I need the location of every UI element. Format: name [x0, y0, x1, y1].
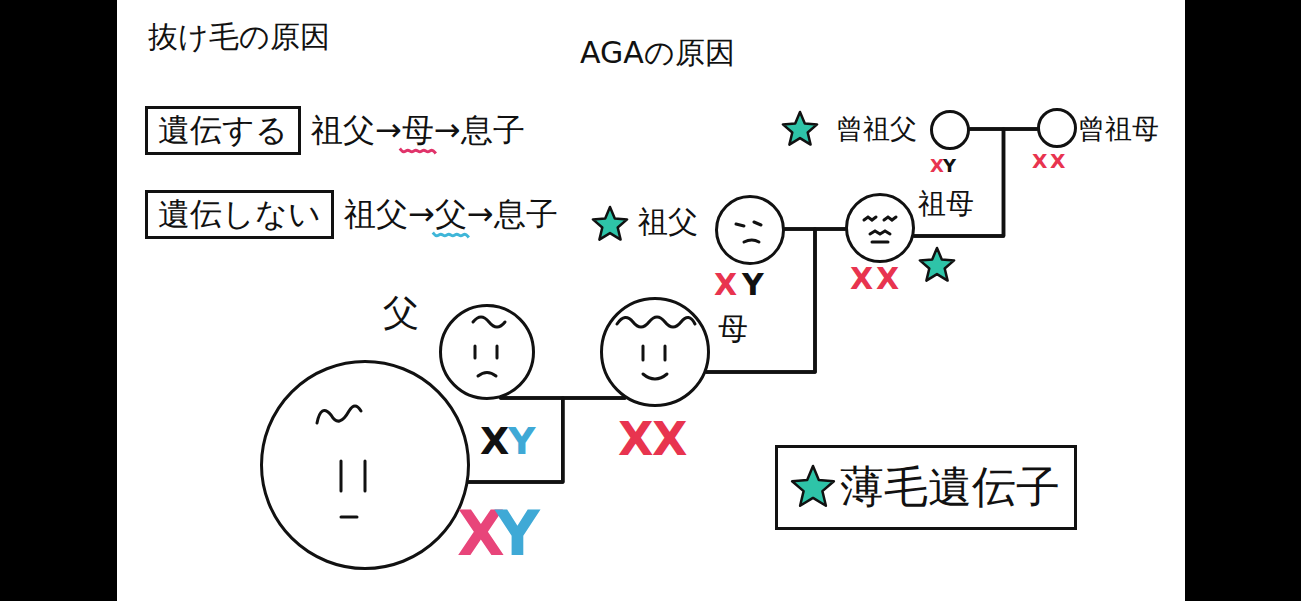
chromosome-letter: X: [876, 262, 899, 297]
face-stroke: [474, 346, 477, 358]
heading-box: 遺伝しない: [145, 190, 334, 239]
face-stroke: [341, 516, 357, 519]
face-stroke: [317, 406, 361, 423]
person-circle: XY: [260, 360, 470, 570]
gene-star: [593, 207, 627, 240]
person-name: 祖父: [638, 205, 698, 240]
face-stroke: [340, 461, 343, 491]
person-outline: [600, 297, 710, 407]
face-stroke: [870, 231, 890, 234]
legend-star: [788, 462, 838, 512]
person-outline: [715, 195, 785, 265]
person-outline: [845, 193, 915, 263]
connectors: [469, 129, 1037, 482]
face-stroke: [643, 374, 667, 379]
chromosome-letter: X: [930, 156, 944, 177]
chromosome-letter: X: [850, 262, 873, 297]
descent-line: [914, 129, 1037, 236]
box-label: 遺伝しない: [158, 196, 321, 233]
face-stroke: [496, 346, 499, 358]
person-outline: [439, 304, 535, 400]
person-circle: 祖父XY: [715, 195, 785, 265]
descent-line: [469, 398, 563, 482]
chromosome-letter: X: [1032, 150, 1047, 173]
face-stroke: [664, 346, 667, 360]
chromosome-letter: Y: [943, 156, 956, 177]
title: AGAの原因: [580, 36, 735, 71]
face-stroke: [478, 373, 496, 377]
legend-text: 薄毛遺伝子: [840, 462, 1060, 513]
person-name: 曾祖父: [836, 113, 917, 144]
person-name: 曾祖母: [1078, 113, 1159, 144]
person-circle: 祖母XX: [845, 193, 915, 263]
person-outline: [930, 110, 970, 150]
inheritance-path: 祖父→父→息子: [344, 196, 558, 233]
face-stroke: [617, 317, 695, 327]
face-stroke: [473, 317, 505, 327]
chromosome-letter: X: [480, 420, 509, 464]
face-stroke: [754, 222, 761, 225]
face-stroke: [736, 224, 744, 226]
heading-label: 抜け毛の原因: [148, 20, 330, 55]
gene-stars: [593, 112, 954, 281]
person-circle: 母XX: [600, 297, 710, 407]
person-circle: 父XY: [439, 304, 535, 400]
face-stroke: [864, 217, 876, 220]
chromosome-letter: X: [714, 268, 737, 303]
chromosome-letter: X: [618, 413, 653, 466]
chromosome-letter: Y: [742, 268, 764, 303]
wavy-underline: [433, 233, 469, 238]
face-stroke: [364, 461, 367, 491]
chromosome-letter: Y: [495, 498, 540, 569]
person-name: 祖母: [918, 188, 974, 220]
descent-line: [469, 398, 625, 482]
wavy-underline: [400, 149, 436, 154]
inheritance-path: 祖父→母→息子: [311, 112, 525, 149]
face-stroke: [884, 217, 896, 220]
gene-star: [783, 112, 817, 145]
chromosome-letter: X: [1050, 150, 1065, 173]
person-circle: 曾祖母XX: [1037, 108, 1077, 148]
heading-box: 遺伝する: [145, 106, 301, 155]
legend-box: 薄毛遺伝子: [775, 445, 1077, 530]
person-outline: [260, 360, 470, 570]
gene-star: [920, 248, 954, 281]
person-name: 父: [383, 292, 419, 333]
face-stroke: [642, 346, 645, 360]
face-stroke: [872, 241, 888, 244]
face-stroke: [744, 240, 759, 242]
chromosome-letter: Y: [508, 420, 536, 464]
person-name: 母: [718, 312, 748, 347]
person-outline: [1037, 108, 1077, 148]
box-label: 遺伝する: [158, 112, 288, 149]
person-circle: 曾祖父XY: [930, 110, 970, 150]
chromosome-letter: X: [652, 413, 687, 466]
